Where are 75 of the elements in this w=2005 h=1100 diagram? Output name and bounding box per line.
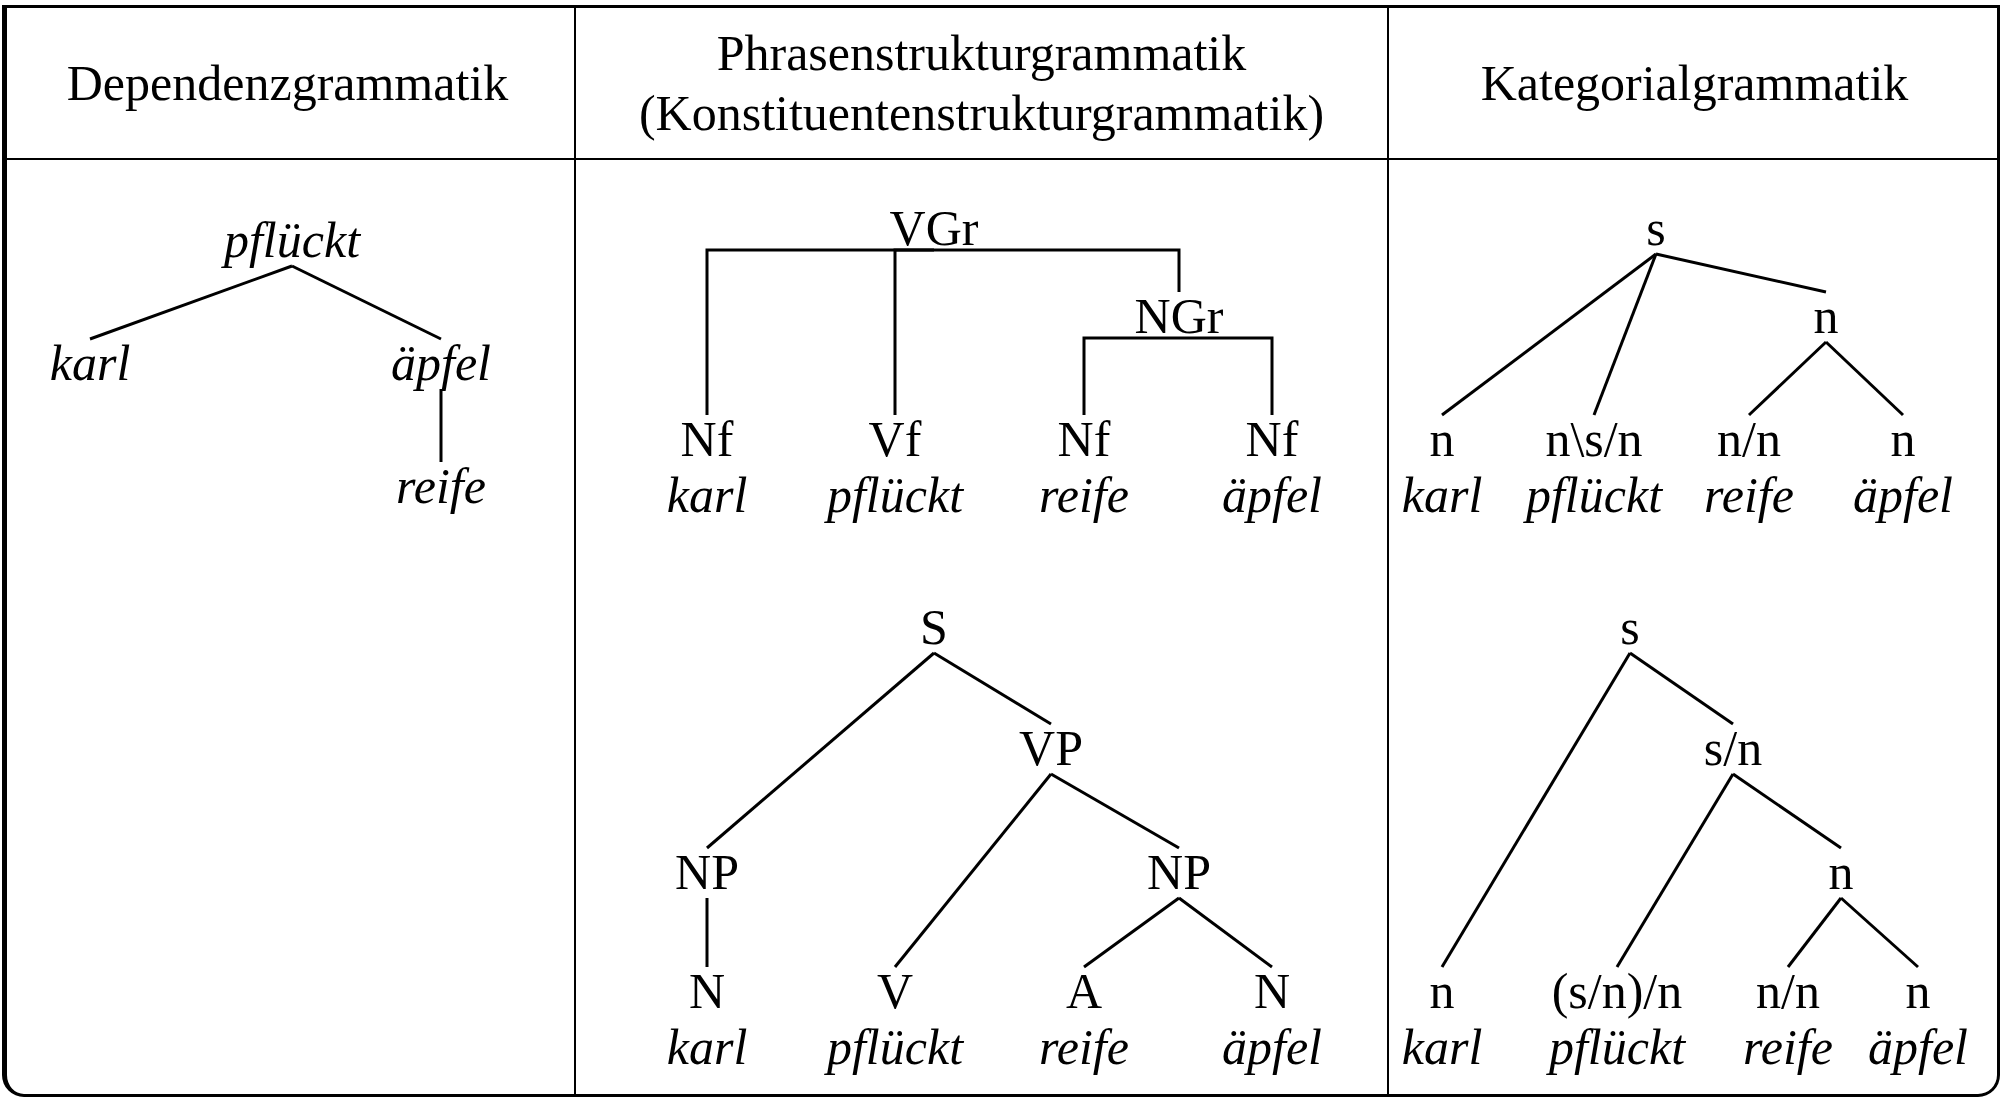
word-label: karl (1401, 467, 1483, 523)
word-label: reife (396, 458, 486, 514)
tree-branch (1840, 896, 1919, 969)
tree-branch (1824, 340, 1905, 417)
word-label: reife (1039, 467, 1129, 523)
tree-branch (1082, 336, 1179, 415)
word-label: pflückt (1525, 467, 1663, 523)
category-label: (s/n)/n (1551, 963, 1683, 1019)
word-label: äpfel (1222, 1019, 1322, 1075)
category-label: NP (1147, 844, 1211, 900)
word-label: pflückt (223, 212, 361, 268)
category-label: n (1828, 844, 1854, 900)
category-label: S (920, 599, 948, 655)
word-label: reife (1743, 1019, 1833, 1075)
tree-branch (439, 389, 443, 462)
tree-branch (1179, 336, 1274, 415)
word-label: karl (49, 335, 131, 391)
category-label: A (1065, 963, 1103, 1019)
tree-branch (1440, 652, 1632, 968)
category-label: n/n (1717, 411, 1781, 467)
category-label: V (876, 963, 914, 1019)
tree-branch (1050, 772, 1180, 850)
word-label: pflückt (826, 1019, 964, 1075)
tree-branch (893, 773, 1053, 968)
word-label: reife (1704, 467, 1794, 523)
word-label: äpfel (391, 335, 491, 391)
tree-branch (1083, 896, 1180, 969)
word-label: reife (1039, 1019, 1129, 1075)
column-header: Kategorialgrammatik (1480, 54, 1909, 113)
category-label: n\s/n (1545, 411, 1643, 467)
category-label: VGr (889, 200, 979, 256)
word-label: karl (666, 467, 748, 523)
category-label: NP (675, 844, 739, 900)
category-label: s (1646, 200, 1666, 256)
word-label: karl (1401, 1019, 1483, 1075)
category-label: Nf (1057, 411, 1111, 467)
word-label: karl (666, 1019, 748, 1075)
word-label: äpfel (1222, 467, 1322, 523)
category-label: n (1813, 288, 1839, 344)
tree-branch (933, 651, 1052, 726)
category-label: n (1429, 963, 1455, 1019)
word-label: äpfel (1853, 467, 1953, 523)
category-label: n (1890, 411, 1916, 467)
tree-branch (934, 248, 1181, 292)
tree-branch (1786, 897, 1843, 968)
tree-branch (1178, 896, 1273, 969)
tree-branch (1747, 340, 1828, 417)
category-label: N (688, 963, 726, 1019)
column-header: Phrasenstrukturgrammatik (Konstituentenstrukturgrammatik) (637, 24, 1326, 143)
category-label: s/n (1703, 720, 1763, 776)
tree-branch (1629, 651, 1734, 726)
word-label: pflückt (1548, 1019, 1686, 1075)
category-label: n (1905, 963, 1931, 1019)
tree-branch (1655, 252, 1827, 294)
category-label: NGr (1134, 288, 1224, 344)
category-label: VP (1019, 720, 1083, 776)
tree-branch (89, 264, 293, 341)
tree-branch (1615, 773, 1735, 968)
tree-branch (893, 248, 934, 415)
category-label: n/n (1756, 963, 1820, 1019)
tree-branch (291, 264, 442, 341)
word-label: äpfel (1868, 1019, 1968, 1075)
word-label: pflückt (826, 467, 964, 523)
category-label: N (1253, 963, 1291, 1019)
tree-branch (705, 898, 709, 967)
category-label: s (1620, 599, 1640, 655)
category-label: n (1429, 411, 1455, 467)
category-label: Nf (680, 411, 734, 467)
tree-branch (1592, 253, 1658, 416)
column-header: Dependenzgrammatik (66, 54, 509, 113)
tree-branch (706, 651, 935, 850)
category-label: Nf (1245, 411, 1299, 467)
category-label: Vf (868, 411, 922, 467)
tree-branch (1441, 252, 1657, 417)
tree-branch (1732, 772, 1842, 850)
